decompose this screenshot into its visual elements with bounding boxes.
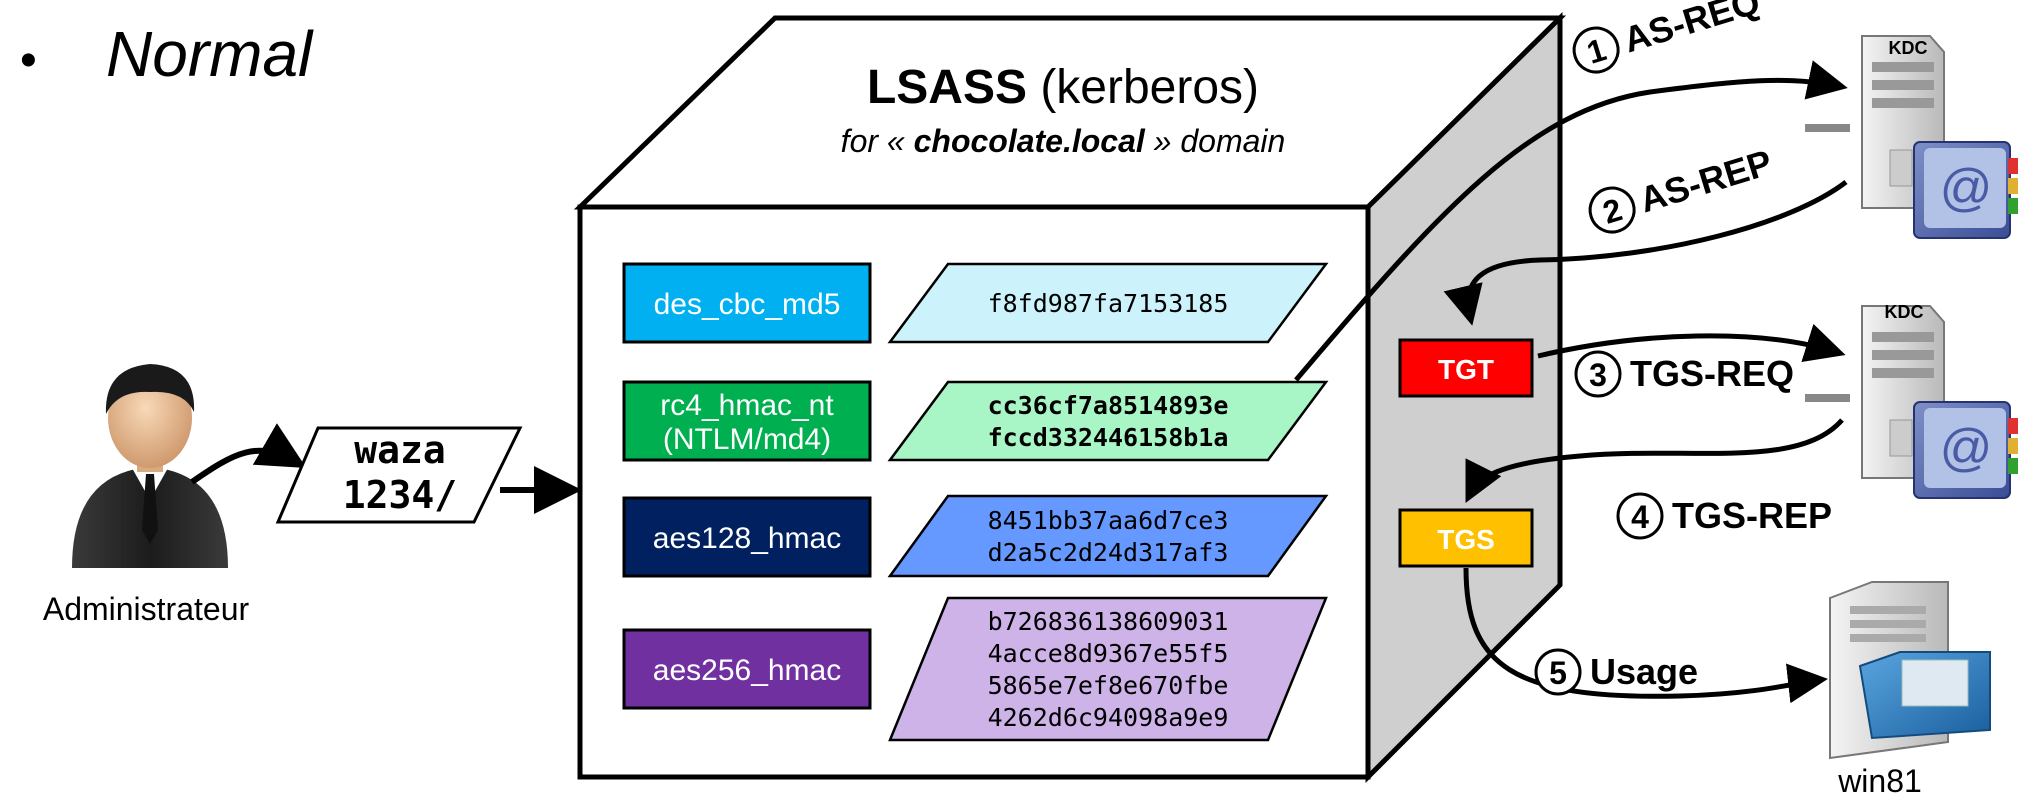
server-with-address-book-icon: @ (1805, 305, 2018, 499)
step-3: 3 TGS-REQ (1574, 350, 1794, 398)
kdc-server-top: @ (1805, 35, 2018, 239)
key-hash-box (888, 596, 1328, 742)
key-row: des_cbc_md5 f8fd987fa7153185 (622, 262, 1329, 344)
businessman-avatar-icon (72, 364, 228, 568)
lsass-subtitle: for « chocolate.local » domain (841, 123, 1286, 159)
step-number-circle (1572, 26, 1620, 74)
step-number-circle (1574, 350, 1622, 398)
key-row: rc4_hmac_nt(NTLM/md4) cc36cf7a8514893e fcc… (622, 380, 1329, 462)
step-number-circle (1534, 648, 1582, 696)
step-5: 5 Usage (1534, 648, 1698, 696)
key-hash-box (887, 494, 1329, 578)
key-type-box (622, 380, 872, 462)
tgs-label: TGS (1437, 524, 1495, 555)
as-req-arrow (1294, 60, 1848, 382)
key-type-label: aes256_hmac (653, 654, 841, 687)
key-hash-value: 4262d6c94098a9e9 (988, 703, 1229, 732)
password-line-1: waza (354, 428, 446, 472)
heading-bullet: • (20, 34, 37, 87)
key-hash-value: f8fd987fa7153185 (988, 289, 1229, 318)
key-type-box (622, 496, 872, 578)
key-row: aes256_hmac b726836138609031 4acce8d9367e5… (622, 596, 1328, 742)
user-avatar (72, 364, 228, 568)
tgt-label: TGT (1438, 354, 1494, 385)
step-label: AS-REQ (1619, 0, 1765, 60)
tgs-rep-arrow (1465, 418, 1844, 503)
key-type-label: aes128_hmac (653, 522, 841, 555)
key-hash-box (887, 262, 1329, 344)
client-server (1829, 581, 1991, 760)
key-hash-box (887, 380, 1329, 462)
as-rep-arrow (1443, 180, 1848, 326)
svg-text:@: @ (1940, 419, 1993, 477)
key-hash-value: 4acce8d9367e55f5 (988, 639, 1229, 668)
tgs-ticket (1398, 508, 1534, 568)
key-type-box (622, 628, 872, 710)
key-row: aes128_hmac 8451bb37aa6d7ce3 d2a5c2d24d317… (622, 494, 1329, 578)
step-number: 3 (1589, 357, 1607, 393)
step-label: TGS-REQ (1630, 353, 1794, 394)
step-label: Usage (1590, 651, 1698, 692)
key-table: des_cbc_md5 f8fd987fa7153185 rc4_hmac_nt(N… (622, 262, 1329, 742)
step-number: 4 (1631, 499, 1649, 535)
key-hash-value: cc36cf7a8514893e (988, 391, 1229, 420)
client-label: win81 (1837, 763, 1922, 799)
kdc-top-label: KDC (1889, 38, 1928, 58)
user-label: Administrateur (43, 591, 250, 627)
step-2: 2 AS-REP (1588, 141, 1777, 234)
step-4: 4 TGS-REP (1616, 492, 1832, 540)
step-number-circle (1616, 492, 1664, 540)
key-type-label: des_cbc_md5 (654, 288, 841, 321)
step-number-circle (1588, 186, 1636, 234)
key-type-label: (NTLM/md4) (663, 423, 831, 456)
server-with-address-book-icon: @ (1805, 35, 2018, 239)
key-hash-value: d2a5c2d24d317af3 (988, 538, 1229, 567)
user-to-password-arrow (190, 423, 307, 485)
step-label: AS-REP (1635, 141, 1777, 220)
lsass-title: LSASS (kerberos) (867, 61, 1259, 114)
key-hash-value: fccd332446158b1a (988, 423, 1229, 452)
server-with-folder-icon (1829, 581, 1991, 760)
key-type-label: rc4_hmac_nt (660, 389, 834, 422)
key-type-box (622, 262, 872, 344)
key-hash-value: 8451bb37aa6d7ce3 (988, 506, 1229, 535)
key-hash-value: 5865e7ef8e670fbe (988, 671, 1229, 700)
kdc-bottom-label: KDC (1885, 302, 1924, 322)
step-number: 5 (1549, 655, 1567, 691)
svg-text:@: @ (1940, 159, 1993, 217)
password-box (275, 426, 523, 524)
tgt-ticket (1398, 338, 1534, 398)
usage-arrow (1463, 567, 1828, 704)
tgs-req-arrow (1537, 323, 1846, 363)
key-hash-value: b726836138609031 (988, 607, 1229, 636)
heading-title: Normal (106, 18, 314, 90)
password-line-2: 1234/ (343, 473, 457, 517)
kdc-server-bottom: @ (1805, 305, 2018, 499)
step-label: TGS-REP (1672, 495, 1832, 536)
step-1: 1 AS-REQ (1572, 0, 1765, 74)
